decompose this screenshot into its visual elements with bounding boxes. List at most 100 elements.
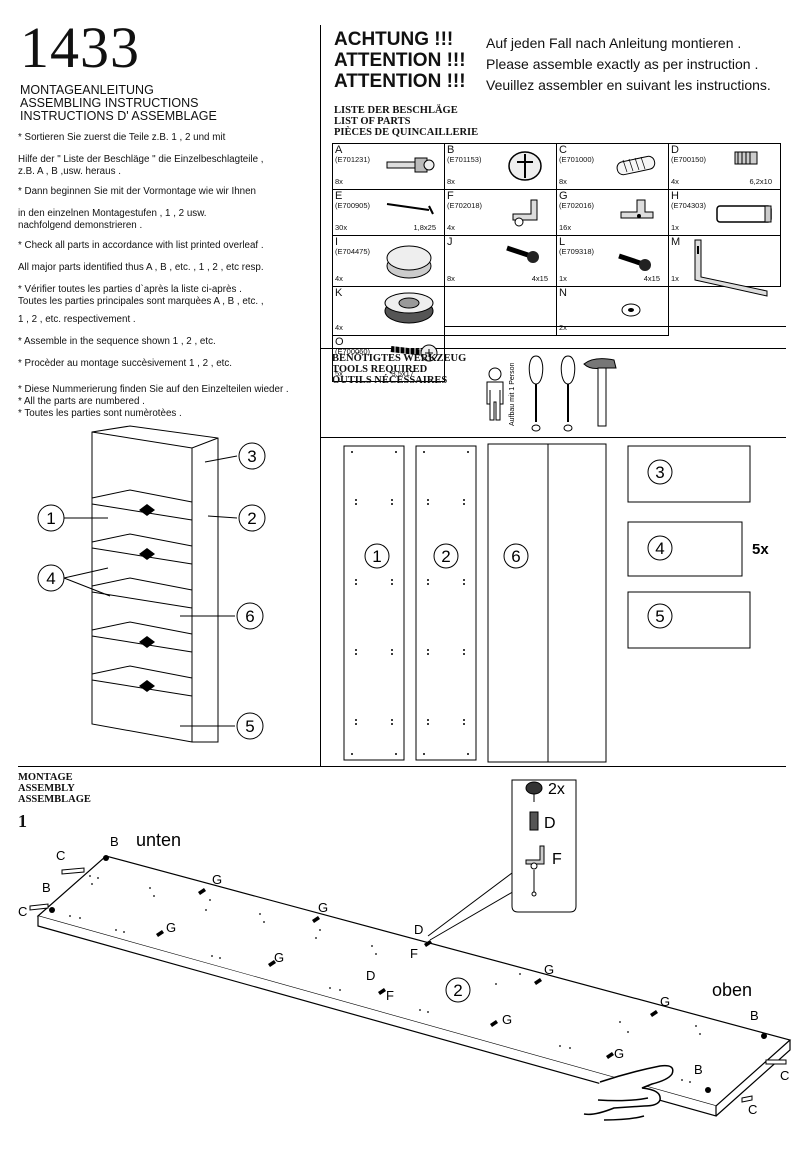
cam-lock-detail-icon <box>525 781 543 802</box>
part-a: A(E701231)8x <box>332 143 445 190</box>
label-unten: unten <box>136 830 181 850</box>
part-g: G(E702016)16x <box>556 189 669 236</box>
label-oben: oben <box>712 980 752 1000</box>
instruction-line: * Dann beginnen Sie mit der Vormontage w… <box>18 186 256 197</box>
svg-text:1: 1 <box>372 547 381 566</box>
instruction-line: Toutes les parties principales sont marq… <box>18 296 264 307</box>
panels-overview: 1 2 6 3 4 5 5x <box>343 443 769 763</box>
phillips-screwdriver-icon <box>560 355 576 432</box>
panel-shelf <box>627 521 743 577</box>
warning-heading-fr: ATTENTION !!! <box>334 71 466 92</box>
label-b: B <box>42 880 51 895</box>
model-number: 1433 <box>20 15 140 80</box>
tools-illustration: Aufbau mit 1 Person <box>486 355 617 432</box>
section-divider <box>18 766 786 767</box>
section-divider <box>320 437 786 438</box>
furniture-foot-icon <box>386 245 432 279</box>
detail-f: F <box>552 851 562 868</box>
instruction-line: * Diese Nummerierung finden Sie auf den … <box>18 384 289 395</box>
label-d: D <box>414 922 423 937</box>
subtitle-fr: INSTRUCTIONS D' ASSEMBLAGE <box>20 109 217 123</box>
instruction-line: * Sortieren Sie zuerst die Teile z.B. 1 … <box>18 132 226 143</box>
foot-base-icon <box>384 292 434 324</box>
label-f: F <box>410 946 418 961</box>
screw-icon <box>618 253 651 271</box>
person-icon <box>486 367 504 421</box>
parts-title-de: LISTE DER BESCHLÄGE <box>334 105 458 116</box>
instruction-line: * Vérifier toutes les parties d`après la… <box>18 284 242 295</box>
label-g: G <box>502 1012 512 1027</box>
panel-back <box>487 443 607 763</box>
label-g: G <box>544 962 554 977</box>
label-b: B <box>750 1008 759 1023</box>
label-g: G <box>614 1046 624 1061</box>
instruction-line: z.B. A , B ,usw. heraus . <box>18 166 121 177</box>
svg-text:3: 3 <box>247 447 256 466</box>
instruction-line: in den einzelnen Montagestufen , 1 , 2 u… <box>18 208 207 219</box>
assembly-title: MONTAGE ASSEMBLY ASSEMBLAGE <box>18 772 91 805</box>
instruction-line: * Check all parts in accordance with lis… <box>18 240 264 251</box>
instruction-line: nachfolgend demonstrieren . <box>18 220 143 231</box>
warning-text-fr: Veuillez assembler en suivant les instru… <box>486 77 771 93</box>
svg-text:5: 5 <box>245 717 254 736</box>
subtitle-en: ASSEMBLING INSTRUCTIONS <box>20 96 199 110</box>
label-c: C <box>748 1102 757 1117</box>
label-c: C <box>56 848 65 863</box>
warning-text-de: Auf jeden Fall nach Anleitung montieren … <box>486 35 742 51</box>
person-note: Aufbau mit 1 Person <box>509 362 516 426</box>
panel-top <box>627 445 751 503</box>
screw-icon <box>390 344 438 362</box>
side-panel-2 <box>36 855 792 1107</box>
svg-text:1: 1 <box>46 509 55 528</box>
detail-qty: 2x <box>548 781 565 798</box>
instruction-line: * All the parts are numbered . <box>18 396 145 407</box>
label-d: D <box>366 968 375 983</box>
nail-icon <box>386 203 434 215</box>
handle-icon <box>716 205 772 223</box>
assembly-title-fr: ASSEMBLAGE <box>18 794 91 805</box>
panel-callouts: 1 2 6 3 4 5 <box>364 459 673 629</box>
instruction-line: All major parts identified thus A , B , … <box>18 262 264 273</box>
bracket-icon <box>512 199 538 227</box>
panel-callout-2: 2 <box>453 981 462 1000</box>
label-g: G <box>660 994 670 1009</box>
flat-screwdriver-icon <box>528 355 544 432</box>
part-h: H(E704303)1x <box>668 189 781 236</box>
part-empty <box>444 286 557 336</box>
shelf-support-icon <box>620 199 654 219</box>
label-b: B <box>110 834 119 849</box>
tools-title-de: BENÖTIGTES WERKZEUG <box>332 353 467 364</box>
parts-table: A(E701231)8x B(E701153)8x C(E701000)8x D… <box>332 143 781 382</box>
parts-title-en: LIST OF PARTS <box>334 116 411 127</box>
tools-title: BENÖTIGTES WERKZEUG TOOLS REQUIRED OUTIL… <box>332 353 466 386</box>
svg-text:5: 5 <box>655 607 664 626</box>
assembly-labels: B C B C G G G G D F D F G G G G B C B C <box>18 834 789 1117</box>
warning-heading-de: ACHTUNG !!! <box>334 29 454 50</box>
svg-text:2: 2 <box>247 509 256 528</box>
shelf-multiplier: 5x <box>752 541 769 558</box>
part-i: I(E704475)4x <box>332 235 445 287</box>
instruction-line: * Assemble in the sequence shown 1 , 2 ,… <box>18 336 216 347</box>
instruction-line: Hilfe der " Liste der Beschläge " die Ei… <box>18 154 264 165</box>
bookcase-overview: 3 2 1 4 6 5 <box>37 425 266 743</box>
hand-icon <box>583 1064 674 1121</box>
parts-list-title: LISTE DER BESCHLÄGE LIST OF PARTS PIÈCES… <box>334 105 478 138</box>
warning-text-en: Please assemble exactly as per instructi… <box>486 56 759 72</box>
cam-lock-icon <box>508 151 542 181</box>
svg-text:4: 4 <box>46 569 55 588</box>
part-f: F(E702018)4x <box>444 189 557 236</box>
part-b: B(E701153)8x <box>444 143 557 190</box>
assembly-title-de: MONTAGE <box>18 772 73 783</box>
shelf-pin-detail-icon <box>529 811 539 831</box>
label-g: G <box>212 872 222 887</box>
assembly-title-en: ASSEMBLY <box>18 783 75 794</box>
tools-title-en: TOOLS REQUIRED <box>332 364 428 375</box>
svg-text:6: 6 <box>245 607 254 626</box>
instructions-list: * Sortieren Sie zuerst die Teile z.B. 1 … <box>18 132 318 420</box>
